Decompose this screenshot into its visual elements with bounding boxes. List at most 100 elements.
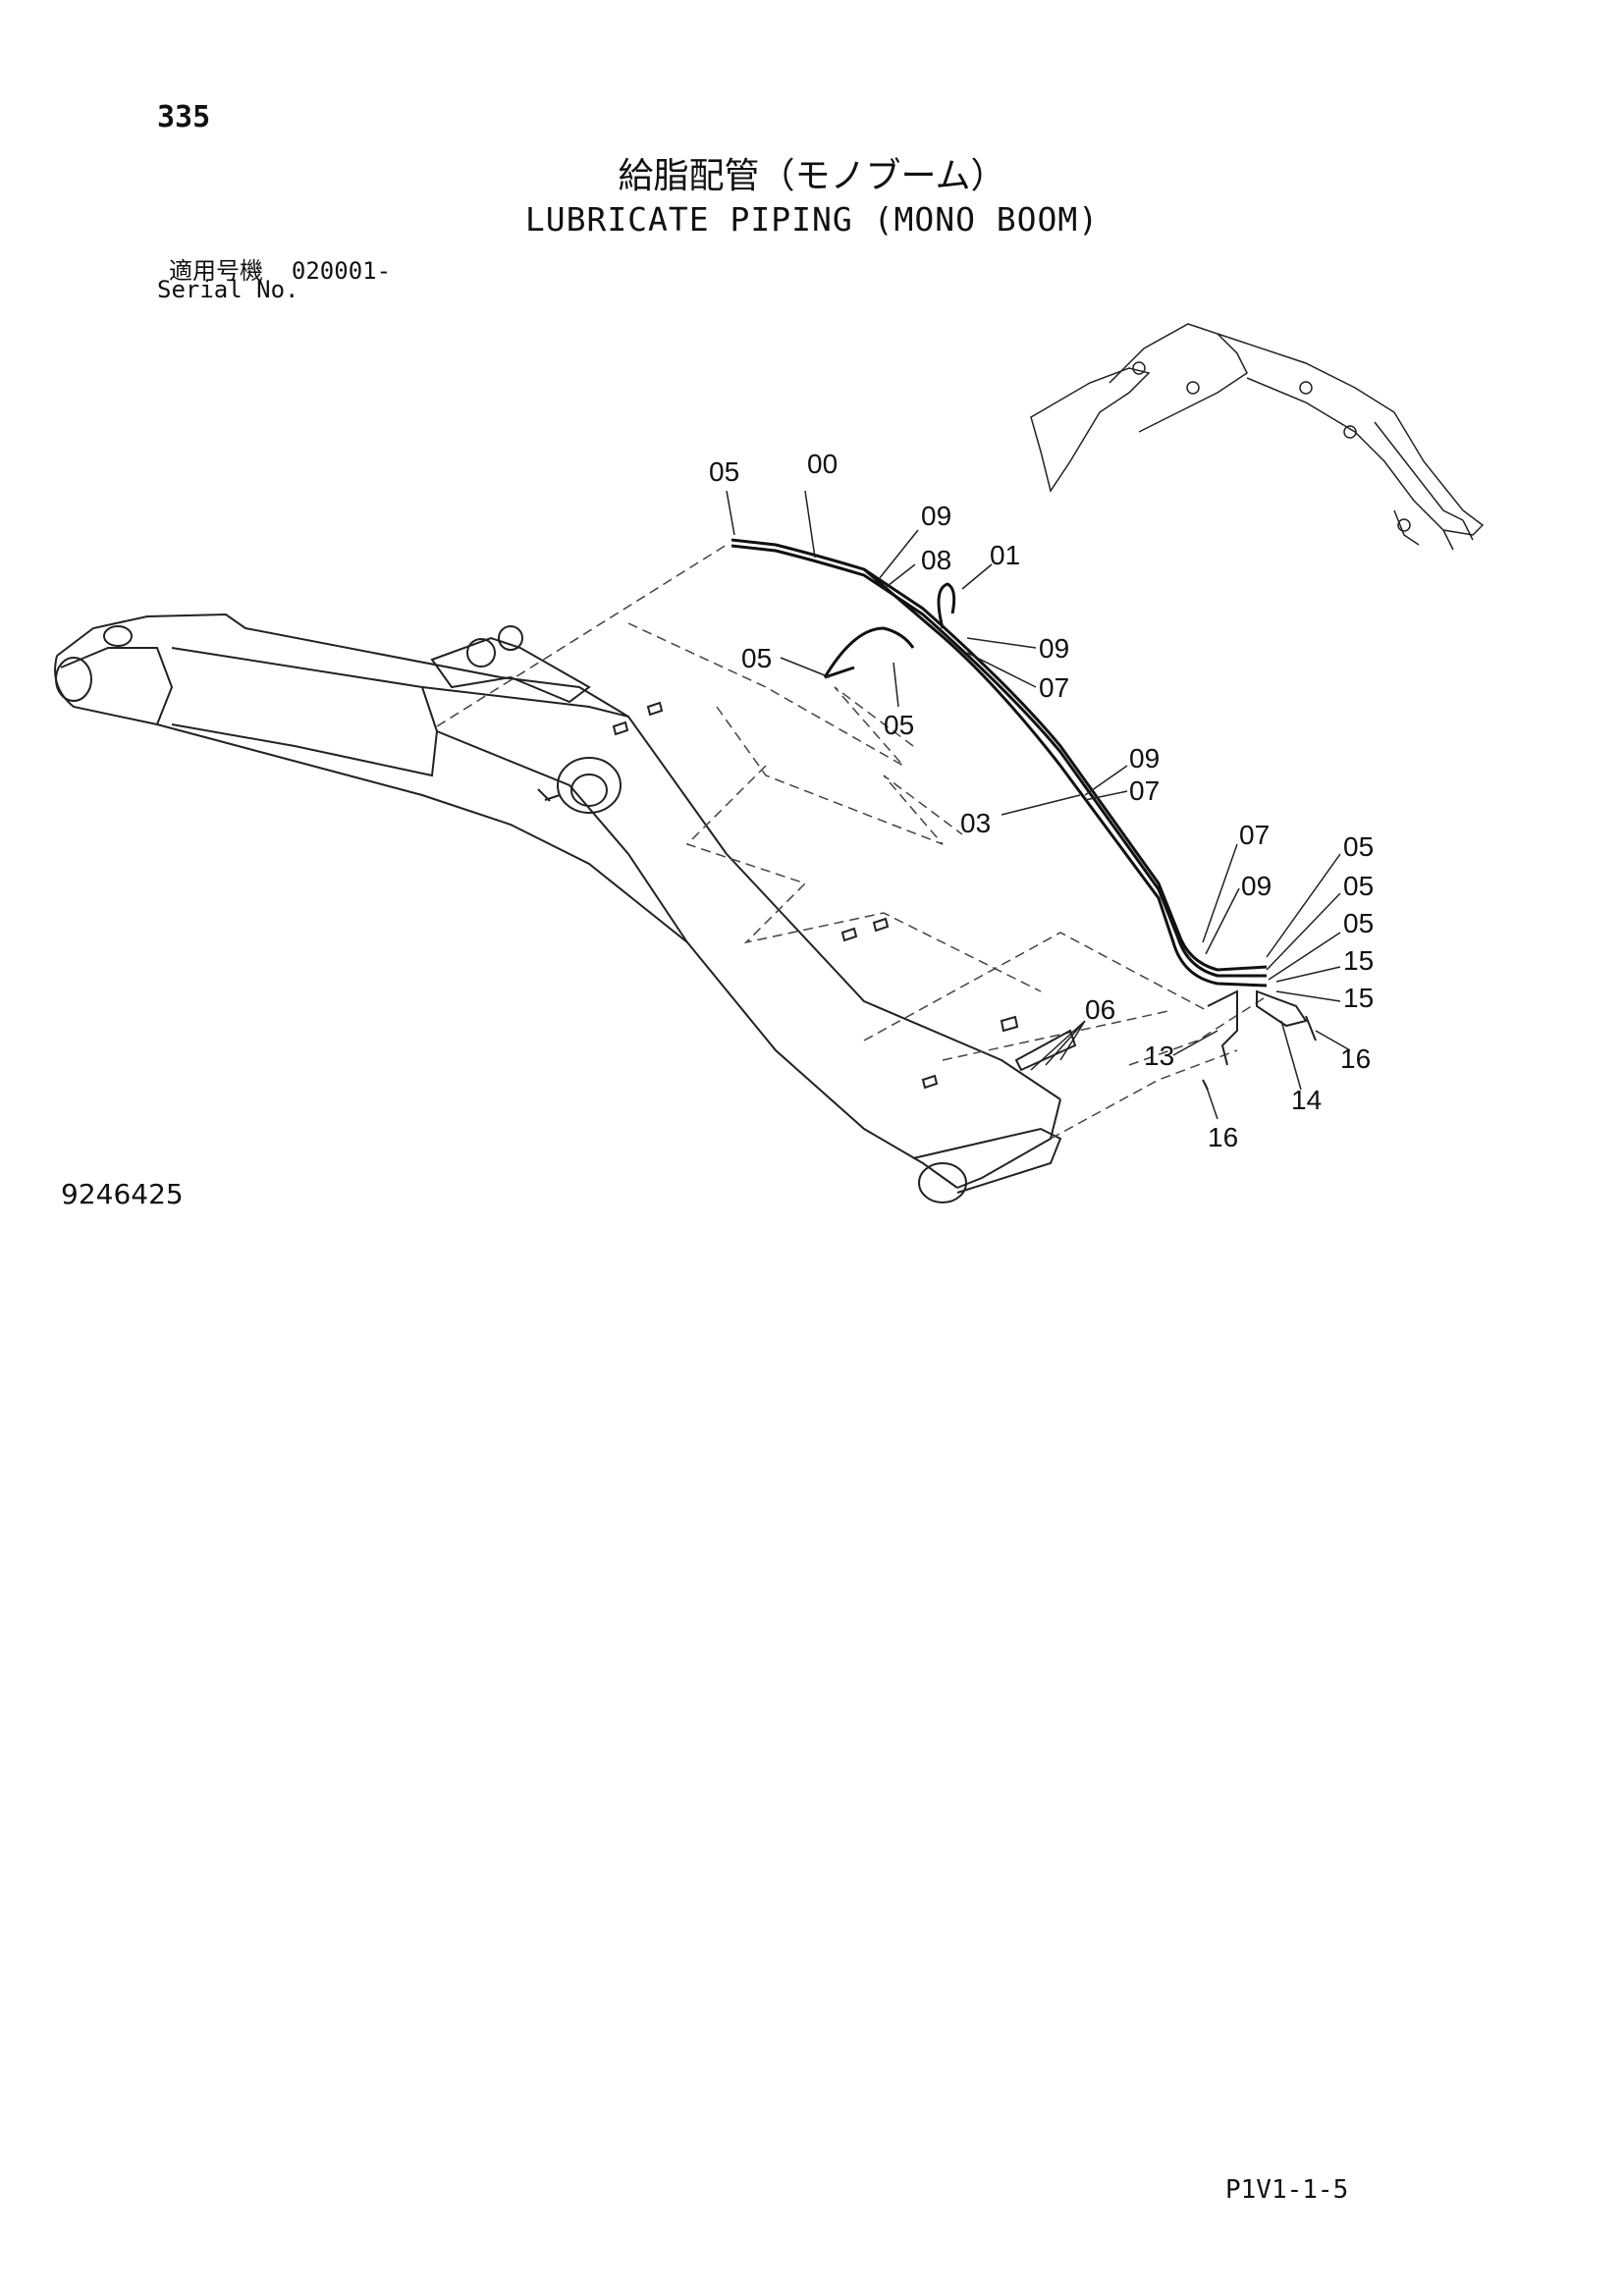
fitting-14 [1256,989,1308,1028]
callout-labels: 05 00 09 08 01 05 09 07 05 09 07 03 07 0… [709,449,1374,1152]
title-english: LUBRICATE PIPING (MONO BOOM) [524,200,1100,239]
callout-05: 05 [884,710,914,740]
fitting-06-plate [1014,1029,1077,1072]
overview-base [1442,519,1474,551]
drawing-number: 9246425 [61,1178,184,1210]
leader-05e [1266,892,1341,971]
callout-05: 05 [1343,831,1374,862]
center-boss [557,757,622,814]
callout-01: 01 [990,540,1020,570]
callout-06: 06 [1085,994,1115,1025]
leader-09c [1084,765,1128,796]
dash-2 [627,622,914,767]
callout-05: 05 [741,643,772,673]
bracket-pin-2 [498,625,523,651]
callout-09: 09 [1241,871,1272,901]
leader-09a [878,529,919,580]
callout-05: 05 [1343,908,1374,938]
boom-bottom-edge [54,655,958,1189]
boom-slots [612,701,1019,1090]
callout-09: 09 [921,501,951,531]
serial-label-jp-text: 適用号機 [169,257,263,285]
callout-05: 05 [1343,871,1374,901]
callout-08: 08 [921,545,951,575]
hose-branch-end [824,666,855,679]
callout-13: 13 [1144,1041,1174,1071]
callout-16: 16 [1208,1122,1238,1152]
dash-6 [942,1010,1169,1061]
leader-01 [961,563,993,590]
leader-09d [1205,887,1240,955]
reference-lines [436,544,1268,1140]
hose-loop-01 [937,582,956,629]
serial-value: 020001- [291,257,392,285]
boom-side-plate [171,647,439,777]
boom-upper-ridge [421,686,728,855]
cylinder-bracket [430,636,591,704]
boom-head-pin [55,657,92,702]
overview-bucket [1030,367,1151,493]
boom-foot-edge [956,1098,1061,1189]
center-boss-fitting [537,788,561,802]
serial-label-japanese: 適用号機 020001- [169,251,391,286]
leader-07a [966,652,1037,688]
page-number: 335 [157,100,211,134]
callout-15: 15 [1343,945,1374,976]
boom-outline [54,613,1062,1203]
leader-lines [726,490,1351,1120]
leader-13 [1172,1030,1218,1056]
overview-foot [1393,509,1420,546]
leader-05a [726,490,735,536]
boom-mid-ridge [436,730,688,943]
boom-head-block [60,647,174,725]
hose-main-2 [731,544,1267,978]
callout-07: 07 [1129,775,1160,806]
callout-03: 03 [960,808,991,838]
dash-7 [1050,1049,1238,1140]
overview-pin-2 [1186,381,1200,395]
callout-05: 05 [709,456,739,487]
dash-8 [1128,995,1268,1066]
overview-pin-4 [1343,425,1357,439]
overview-pin-3 [1299,381,1313,395]
fitting-13 [1207,989,1238,1066]
grease-hoses [731,538,1268,988]
boom-head-boss [103,625,133,647]
hose-main-3 [863,567,1268,988]
leader-15a [1275,966,1341,983]
callout-09: 09 [1039,633,1069,664]
center-boss-inner [570,774,608,807]
leader-05d [1266,853,1341,958]
boom-right-upper [726,853,1061,1100]
overview-boom [1217,333,1485,536]
leader-16b [1205,1084,1218,1120]
overview-pin-1 [1132,361,1146,375]
leader-06 [1030,1020,1086,1071]
leader-14 [1280,1020,1302,1091]
overview-sketch [1030,323,1485,551]
callout-09: 09 [1129,743,1160,774]
leader-07b [1084,790,1128,801]
dash-3 [716,706,963,845]
leader-05b [780,657,831,678]
leader-16a [1315,1030,1351,1051]
fitting-16a [1305,1015,1317,1041]
hose-main-1 [731,538,1268,972]
dash-4 [685,765,1042,992]
callout-14: 14 [1291,1085,1322,1115]
hose-branch-1 [823,626,915,678]
leader-03 [1001,794,1081,816]
leader-08 [883,563,916,590]
leader-00 [804,490,816,559]
boom-foot-block [912,1127,1062,1194]
callout-15: 15 [1343,983,1374,1013]
callout-07: 07 [1039,672,1069,703]
overview-hose [1374,421,1464,521]
serial-label-english: Serial No. [157,276,299,303]
page-reference: P1V1-1-5 [1225,2175,1349,2205]
lower-fittings [1014,989,1317,1091]
leader-07c [1202,843,1238,943]
boom-foot-pin [918,1162,967,1203]
dash-1 [436,544,728,727]
